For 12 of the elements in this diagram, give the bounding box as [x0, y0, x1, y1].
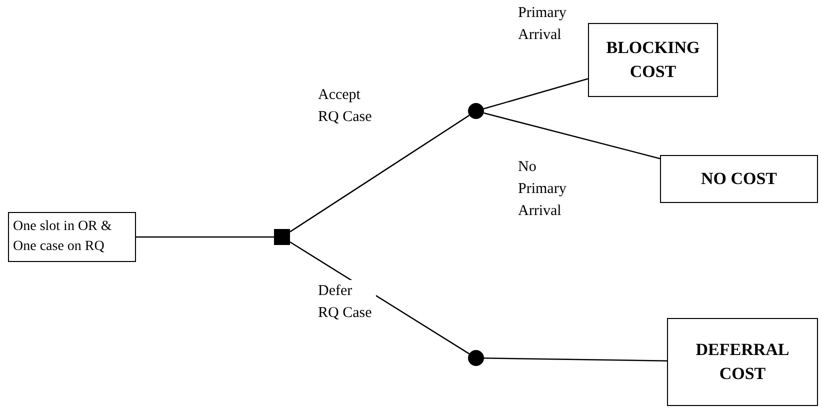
outcome-box: NO COST [660, 155, 818, 203]
connector-line [290, 114, 470, 232]
decision-node [274, 229, 290, 245]
outcome-box: BLOCKING COST [588, 23, 718, 97]
connector-line [484, 78, 588, 110]
connector-line [484, 357, 667, 362]
connector-line [484, 112, 660, 160]
start-box: One slot in OR & One case on RQ [8, 212, 136, 262]
connector-line [136, 236, 274, 238]
chance-node [468, 350, 484, 366]
outcome-box: DEFERRAL COST [667, 318, 818, 406]
chance-node [468, 103, 484, 119]
